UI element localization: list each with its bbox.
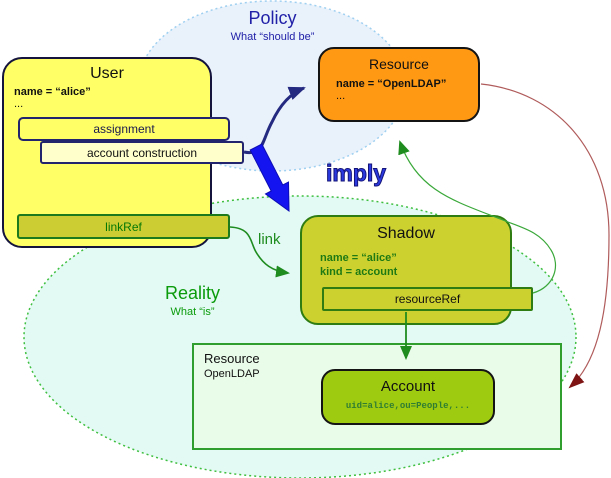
shadow-title: Shadow	[377, 225, 435, 242]
user-ellipsis: ...	[14, 98, 24, 110]
policy-title: Policy	[248, 8, 297, 28]
assignment-label: assignment	[93, 122, 155, 136]
user-attr-name: name = “alice”	[14, 86, 91, 98]
account-construction-label: account construction	[86, 145, 198, 160]
shadow-attr-name: name = “alice”	[320, 252, 397, 264]
imply-label: imply	[325, 160, 387, 187]
account-object-box: Account uid=alice,ou=People,...	[321, 369, 495, 425]
account-title: Account	[380, 378, 436, 395]
linkref-box: linkRef	[17, 214, 230, 239]
linkref-label: linkRef	[105, 219, 142, 234]
link-label: link	[258, 231, 281, 248]
resource-reality-title: Resource	[204, 351, 260, 366]
construction-to-resource-arrow	[243, 86, 306, 155]
resource-policy-ellipsis: ...	[336, 90, 346, 102]
resourceref-box: resourceRef	[322, 287, 533, 311]
account-dn: uid=alice,ou=People,...	[345, 401, 471, 411]
resource-policy-box: Resource name = “OpenLDAP” ...	[318, 47, 480, 122]
assignment-box: assignment	[18, 117, 230, 141]
policy-region-label: Policy What “should be”	[180, 8, 365, 43]
shadow-attr-kind: kind = account	[320, 266, 398, 278]
policy-subtitle: What “should be”	[230, 31, 315, 43]
reality-region-label: Reality What “is”	[100, 283, 285, 318]
resource-policy-title: Resource	[369, 56, 429, 72]
resourceref-label: resourceRef	[394, 292, 461, 306]
imply-arrow	[249, 143, 290, 212]
reality-title: Reality	[164, 283, 221, 303]
user-title: User	[90, 65, 124, 82]
resource-policy-attr-name: name = “OpenLDAP”	[336, 78, 447, 90]
reality-subtitle: What “is”	[170, 306, 215, 318]
shadow-attrs: name = “alice” kind = account	[320, 251, 510, 279]
account-construction-box: account construction	[40, 141, 244, 164]
